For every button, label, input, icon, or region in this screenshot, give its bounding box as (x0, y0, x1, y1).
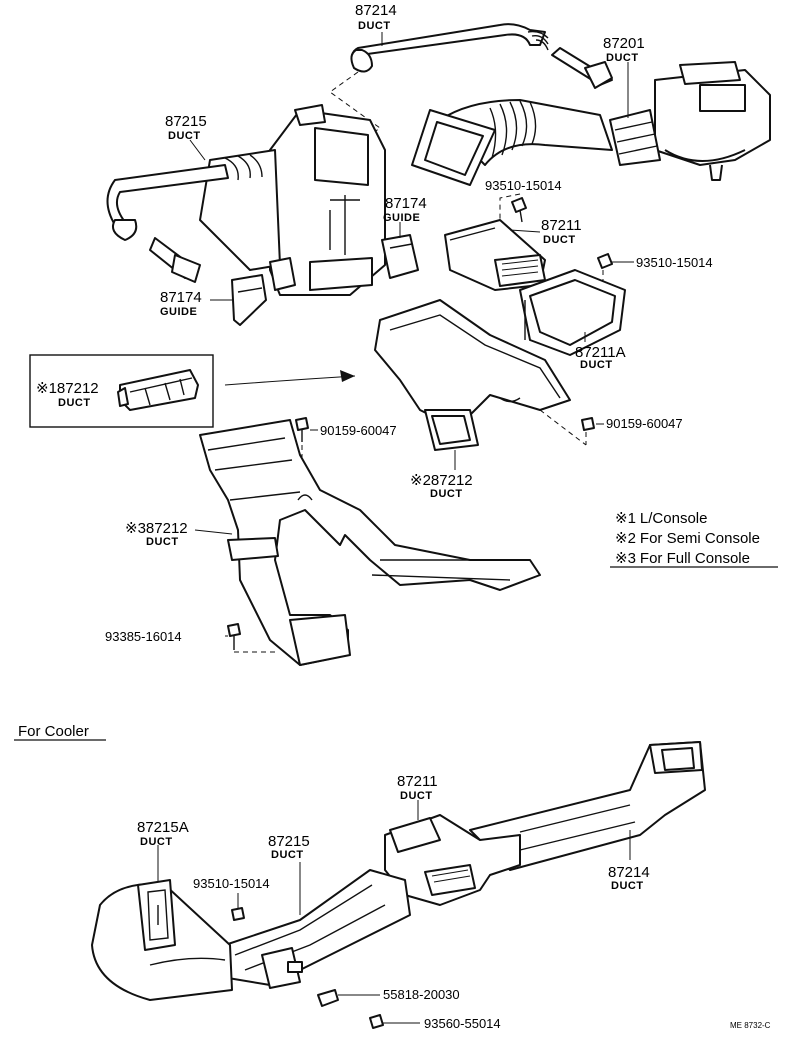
duct-87215-bottom-part (224, 869, 411, 989)
label-87174-right-name: GUIDE (383, 212, 420, 224)
label-90159-b: 90159-60047 (606, 416, 683, 431)
label-93510-b: 93510-15014 (636, 255, 713, 270)
screw-93560-part (369, 1014, 420, 1029)
label-87212-3-name: DUCT (146, 536, 179, 548)
duct-87212-center-part (374, 299, 571, 451)
duct-87214-top-part (350, 23, 613, 89)
section-title-for-cooler: For Cooler (18, 723, 89, 740)
duct-87215A-part (91, 879, 233, 1001)
label-87211-bottom-number: 87211 (397, 773, 438, 790)
label-87211A-name: DUCT (580, 359, 613, 371)
duct-87214-bottom-part (469, 741, 706, 871)
clip-55818-part (317, 989, 380, 1007)
label-87201-name: DUCT (606, 52, 639, 64)
screw-93510-c-part (231, 893, 245, 921)
label-87201-number: 87201 (603, 35, 645, 52)
label-90159-a: 90159-60047 (320, 423, 397, 438)
label-87211-top-number: 87211 (541, 217, 582, 234)
label-87174-left-number: 87174 (160, 289, 202, 306)
label-93510-a: 93510-15014 (485, 178, 562, 193)
guide-87174-left-part (231, 274, 267, 326)
label-87215-top-number: 87215 (165, 113, 207, 130)
screw-93510-b-part (597, 253, 634, 269)
label-87214-top-name: DUCT (358, 20, 391, 32)
duct-87201-part (609, 61, 771, 181)
label-93510-c: 93510-15014 (193, 876, 270, 891)
label-87211A-number: 87211A (575, 344, 626, 361)
label-87174-left-name: GUIDE (160, 306, 197, 318)
label-55818: 55818-20030 (383, 987, 460, 1002)
label-87212-1-name: DUCT (58, 397, 91, 409)
label-87212-2-number: ※287212 (410, 472, 473, 489)
label-87215-bottom-name: DUCT (271, 849, 304, 861)
screw-93385-part (225, 623, 241, 650)
label-87215A-name: DUCT (140, 836, 173, 848)
duct-87211-bottom-part (384, 814, 521, 906)
label-93385: 93385-16014 (105, 629, 182, 644)
duct-87212-full-part (199, 419, 541, 666)
duct-87211A-part (519, 269, 626, 356)
screw-90159-a-part (295, 417, 318, 442)
label-87214-bottom-number: 87214 (608, 864, 650, 881)
drawing-code: ME 8732-C (730, 1021, 771, 1030)
duct-87211-top-part (444, 219, 546, 291)
label-87214-top-number: 87214 (355, 2, 397, 19)
label-87215A-number: 87215A (137, 819, 189, 836)
label-87212-2-name: DUCT (430, 488, 463, 500)
label-87215-bottom-number: 87215 (268, 833, 310, 850)
label-87211-top-name: DUCT (543, 234, 576, 246)
guide-87174-right-part (381, 234, 419, 279)
label-87212-1-number: ※187212 (36, 380, 99, 397)
corrugated-duct-part (411, 99, 613, 186)
label-87214-bottom-name: DUCT (611, 880, 644, 892)
duct-87215-top-part (106, 104, 386, 296)
screw-93510-a-part (511, 197, 527, 223)
label-87215-top-name: DUCT (168, 130, 201, 142)
callout-87212-1-box (29, 354, 214, 428)
label-93560: 93560-55014 (424, 1016, 501, 1031)
label-87212-3-number: ※387212 (125, 520, 188, 537)
screw-90159-b-part (581, 417, 604, 431)
label-87211-bottom-name: DUCT (400, 790, 433, 802)
label-87174-right-number: 87174 (385, 195, 427, 212)
